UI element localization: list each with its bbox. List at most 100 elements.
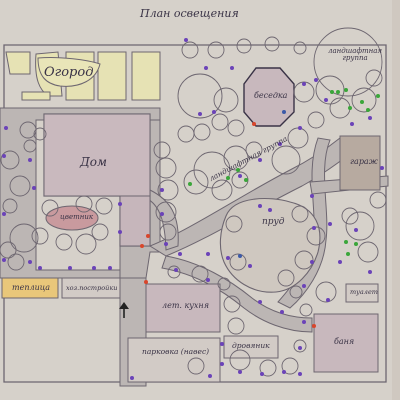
lamp-marker — [350, 122, 354, 126]
lamp-marker — [160, 212, 164, 216]
shrub — [281, 357, 299, 375]
shrub — [157, 179, 179, 201]
shrub — [91, 223, 109, 241]
shrub — [211, 113, 229, 131]
lamp-marker — [206, 252, 210, 256]
lamp-marker — [312, 324, 316, 328]
summer-kitchen — [145, 283, 221, 333]
lamp-marker — [238, 174, 242, 178]
shrub — [41, 199, 59, 217]
shrub — [289, 285, 303, 299]
shrub — [187, 357, 205, 375]
garage-label: гараж — [350, 157, 378, 166]
flowerbed-label: цветник — [60, 213, 94, 221]
shrub — [236, 38, 252, 54]
lamp-marker — [338, 260, 342, 264]
shrub — [33, 127, 47, 141]
lamp-marker — [348, 106, 352, 110]
lamp-marker — [130, 376, 134, 380]
lamp-marker — [360, 100, 364, 104]
woodshed-label: дровяник — [232, 341, 270, 350]
shrub — [181, 41, 199, 59]
pond-label: пруд — [262, 217, 285, 227]
lamp-marker — [280, 310, 284, 314]
shrub — [277, 269, 295, 287]
shrub — [7, 253, 25, 271]
lamp-marker — [328, 222, 332, 226]
shrub — [293, 41, 307, 55]
shrub — [307, 111, 325, 129]
lamp-marker — [310, 194, 314, 198]
shrub — [183, 169, 209, 195]
lamp-marker — [244, 178, 248, 182]
shrub — [294, 250, 314, 270]
shrub — [357, 241, 379, 263]
lamp-marker — [258, 300, 262, 304]
shrub — [75, 233, 97, 255]
lamp-marker — [298, 372, 302, 376]
entrance-arrow — [119, 302, 129, 318]
toilet-label: туалет — [350, 288, 378, 296]
shrub — [9, 175, 31, 197]
shrub — [167, 265, 181, 279]
lamp-marker — [260, 372, 264, 376]
shrub — [207, 41, 225, 59]
shrub — [95, 197, 113, 215]
lamp-marker — [220, 342, 224, 346]
shrub — [351, 87, 377, 113]
lamp-marker — [258, 158, 262, 162]
shrub — [217, 277, 231, 291]
shrub — [223, 295, 241, 313]
lamp-marker — [298, 126, 302, 130]
lamp-marker — [312, 226, 316, 230]
shrub — [225, 215, 243, 233]
lamp-marker — [344, 240, 348, 244]
greenhouse-label: теплица — [12, 283, 51, 292]
lamp-marker — [4, 126, 8, 130]
lamp-marker — [302, 320, 306, 324]
shrub — [293, 339, 307, 353]
lamp-marker — [140, 244, 144, 248]
lamp-marker — [184, 38, 188, 42]
lamp-marker — [380, 166, 384, 170]
house — [43, 113, 151, 247]
lamp-marker — [252, 122, 256, 126]
shrub — [159, 223, 177, 241]
lamp-marker — [108, 266, 112, 270]
shrub — [153, 141, 171, 159]
lamp-marker — [346, 252, 350, 256]
woodshed — [223, 335, 279, 359]
shrub — [227, 317, 245, 335]
lamp-marker — [248, 264, 252, 268]
utility-block — [61, 277, 121, 299]
lamp-marker — [160, 188, 164, 192]
shrub — [313, 27, 383, 97]
parking-label: парковка (навес) — [142, 347, 210, 356]
lamp-marker — [2, 258, 6, 262]
bath — [313, 313, 379, 373]
lamp-marker — [212, 110, 216, 114]
greenhouse — [1, 277, 59, 299]
lamp-marker — [226, 256, 230, 260]
lamp-marker — [368, 270, 372, 274]
lamp-marker — [354, 228, 358, 232]
parking — [127, 337, 221, 383]
shrub — [55, 233, 73, 251]
lamp-marker — [324, 98, 328, 102]
shrub — [155, 157, 177, 179]
lamp-marker — [310, 260, 314, 264]
shrub — [259, 359, 277, 377]
lamp-marker — [336, 90, 340, 94]
shrub — [365, 69, 383, 87]
garden-label: Огород — [44, 65, 94, 80]
shrub — [369, 191, 387, 209]
shrub — [291, 205, 309, 223]
shrub — [155, 201, 177, 223]
house-label: Дом — [80, 155, 107, 169]
shrub — [229, 253, 247, 271]
lamp-marker — [354, 242, 358, 246]
lamp-marker — [366, 108, 370, 112]
shrub — [345, 211, 375, 241]
shrub — [211, 179, 233, 201]
lamp-marker — [238, 370, 242, 374]
